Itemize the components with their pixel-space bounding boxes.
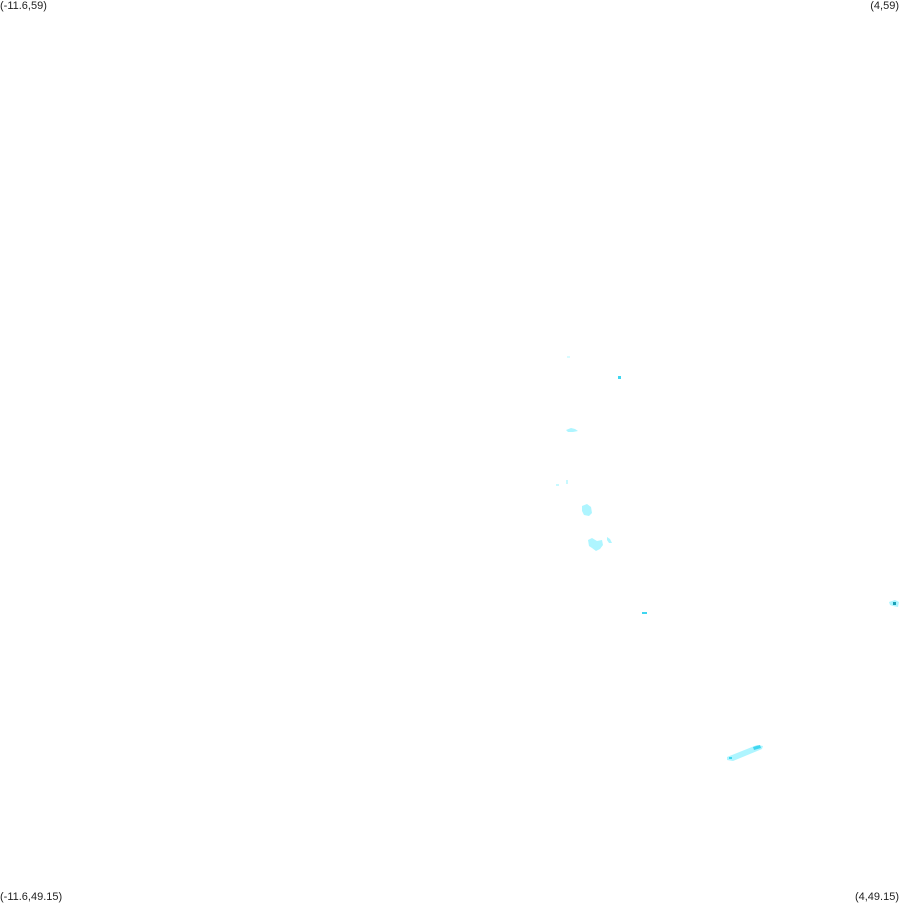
corner-label-bottom-left: (-11.6,49.15) (0, 891, 63, 903)
corner-label-top-right: (4,59) (870, 0, 899, 12)
map-feature-east-edge (889, 600, 899, 607)
map-feature-dot-north (618, 376, 621, 379)
corner-label-bottom-right: (4,49.15) (854, 891, 899, 903)
map-feature-patch-1 (566, 428, 578, 432)
map-feature-speck-north (567, 356, 570, 358)
map-feature-cluster-1 (588, 537, 612, 551)
map-feature-dash (642, 612, 647, 614)
map-feature-blob-1 (582, 504, 592, 516)
map-feature-specks-middle (556, 480, 568, 486)
corner-label-top-left: (-11.6,59) (0, 0, 47, 12)
map-feature-strip-south (727, 745, 763, 761)
